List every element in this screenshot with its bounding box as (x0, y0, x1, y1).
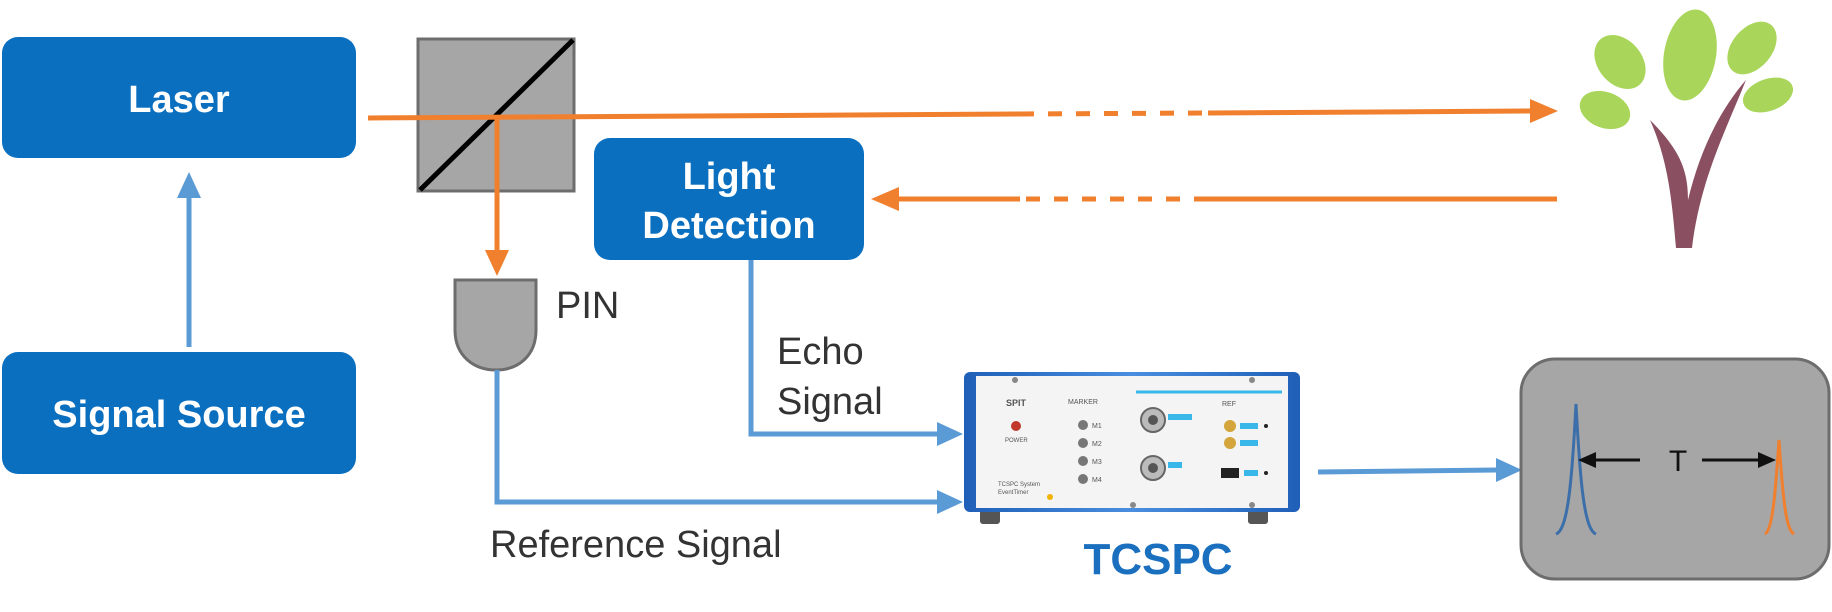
tcspc-device: SPIT POWER MARKER M1 M2 M3 M4 REF (964, 372, 1300, 524)
time-interval-arrow (1578, 452, 1776, 468)
device-m1-text: M1 (1092, 423, 1102, 430)
reference-signal-label: Reference Signal (490, 524, 782, 566)
histogram-display: T (1519, 357, 1831, 581)
source-to-laser-arrowhead (177, 172, 201, 198)
signal-source-node: Signal Source (2, 352, 356, 474)
light-detection-label-line2: Detection (642, 205, 815, 247)
signal-source-label: Signal Source (52, 394, 305, 436)
device-caption-line2: EventTimer (998, 490, 1028, 496)
light-detection-label-line1: Light (683, 156, 776, 198)
light-detection-node: Light Detection (594, 138, 864, 260)
tcspc-label: TCSPC (1083, 535, 1232, 584)
device-ref-text: REF (1222, 401, 1236, 408)
pin-detector: PIN (453, 278, 619, 372)
device-m2-text: M2 (1092, 441, 1102, 448)
reference-pulse-peak (1555, 403, 1597, 536)
tree-target-icon (1579, 9, 1794, 248)
ref-sma-connectors (1221, 420, 1268, 478)
reference-signal-wire (494, 370, 963, 514)
return-echo-beam (871, 187, 1557, 211)
echo-pulse-peak (1763, 439, 1795, 536)
device-caption-line1: TCSPC System (998, 482, 1040, 488)
device-brand: SPIT (1006, 398, 1027, 408)
pin-label: PIN (556, 285, 619, 327)
laser-node: Laser (2, 37, 356, 158)
device-m4-text: M4 (1092, 477, 1102, 484)
splitter-to-pin-beam (485, 116, 509, 276)
device-marker-text: MARKER (1068, 399, 1098, 406)
time-interval-label: T (1669, 445, 1687, 478)
outgoing-laser-beam (367, 99, 1558, 123)
power-led-icon (1011, 421, 1021, 431)
echo-signal-label-line1: Echo (777, 331, 864, 373)
echo-signal-label-line2: Signal (777, 381, 883, 423)
device-m3-text: M3 (1092, 459, 1102, 466)
laser-label: Laser (128, 79, 230, 121)
echo-signal-wire (748, 260, 963, 446)
tcspc-to-display-arrow (1317, 458, 1522, 482)
device-power-text: POWER (1005, 438, 1028, 444)
marker-ports (1078, 420, 1088, 484)
bnc-connectors (1140, 407, 1192, 481)
